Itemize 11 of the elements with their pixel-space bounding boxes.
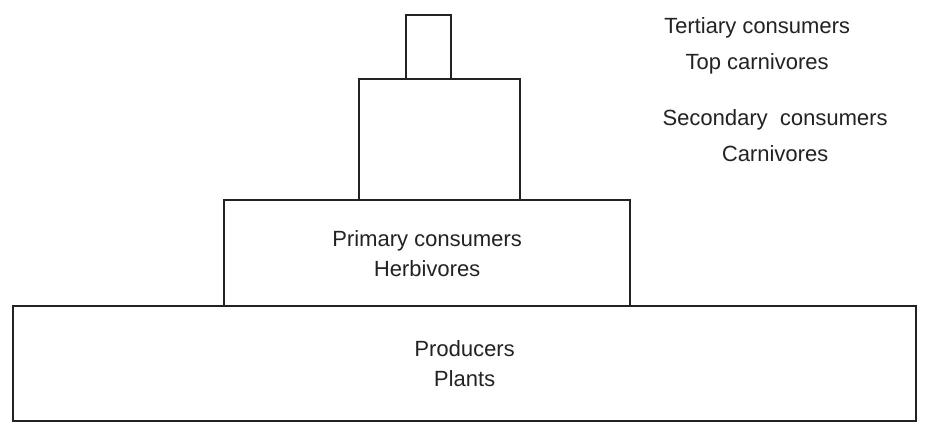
level-label: Primary consumers	[332, 224, 522, 253]
level-label: Carnivores	[722, 140, 828, 168]
pyramid-level-bar	[12, 305, 917, 422]
level-label: Plants	[434, 364, 496, 392]
level-label: Herbivores	[374, 254, 480, 282]
level-label: Producers	[414, 334, 515, 362]
pyramid-level-bar	[405, 14, 452, 80]
pyramid-level-bar	[223, 199, 631, 308]
level-label: Secondary consumers	[662, 104, 888, 132]
level-label: Tertiary consumers	[664, 12, 850, 40]
level-label: Top carnivores	[685, 48, 829, 76]
